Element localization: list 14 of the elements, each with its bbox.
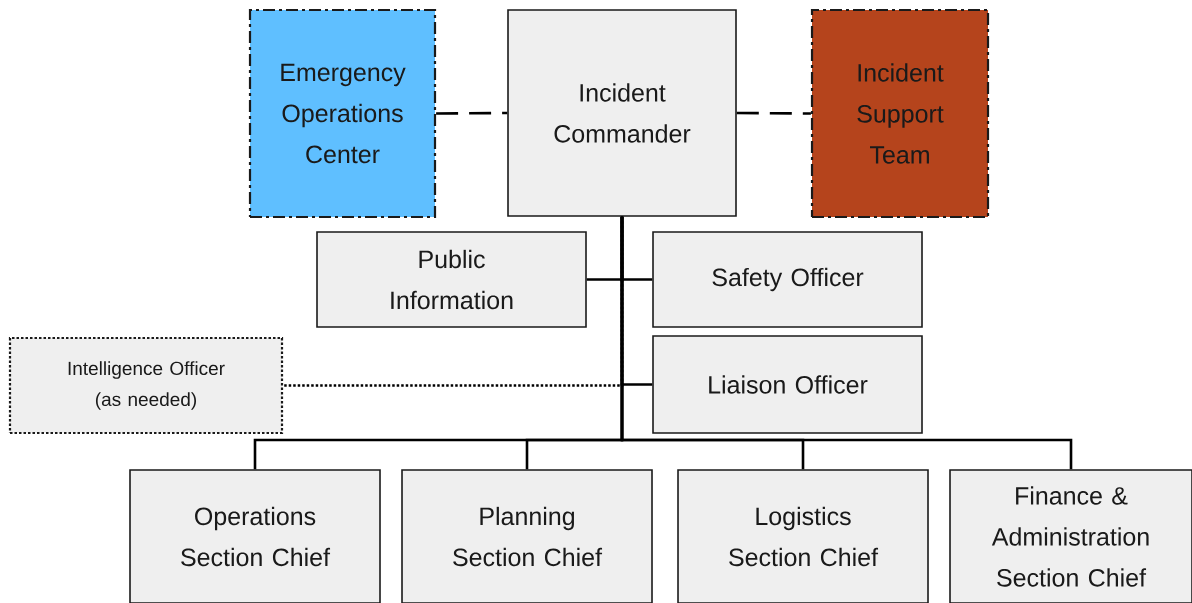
section-box: Planning Section Chief: [401, 469, 653, 603]
section-box: Finance & Administration Section Chief: [949, 469, 1192, 603]
officer-box: Intelligence Officer (as needed): [8, 336, 284, 435]
officer-box: Safety Officer: [652, 231, 923, 328]
section-box: Logistics Section Chief: [677, 469, 929, 603]
team-box: Incident Support Team: [810, 8, 990, 219]
connector-line: [620, 216, 1073, 470]
connector-line: [436, 111, 508, 115]
section-box: Operations Section Chief: [129, 469, 381, 603]
officer-box: Public Information: [316, 231, 587, 328]
commander-box: Incident Commander: [507, 9, 737, 217]
connector-line: [736, 111, 811, 115]
center-box: Emergency Operations Center: [248, 8, 437, 219]
officer-box: Liaison Officer: [652, 335, 923, 434]
